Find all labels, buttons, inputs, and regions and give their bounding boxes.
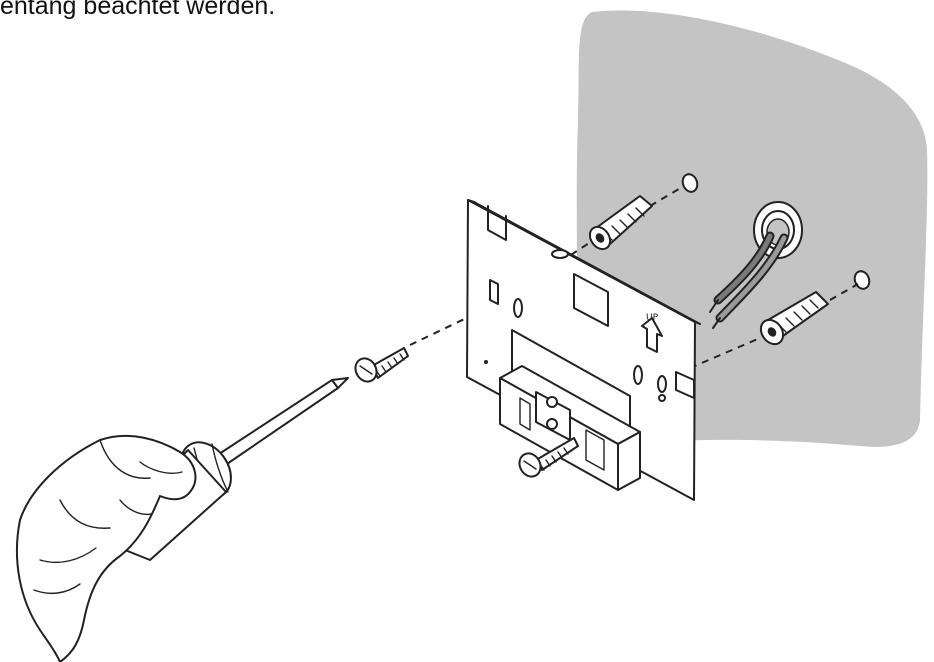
hand (15, 434, 197, 662)
guide-line-lower-plug (829, 283, 859, 301)
guide-line-upper-plug (649, 185, 685, 207)
up-arrow-icon (641, 317, 663, 353)
mounting-plate: UP (466, 199, 701, 501)
screw-left (354, 347, 409, 383)
caption-text: entang beachtet werden. (0, 0, 276, 20)
terminal-block (499, 329, 641, 491)
screw-bottom (518, 437, 579, 478)
wall-plug-lower (759, 291, 829, 346)
wall-plug-upper (588, 195, 653, 251)
cables (709, 231, 789, 329)
up-marking: UP (646, 313, 659, 323)
wall-hole-lower (853, 270, 871, 290)
